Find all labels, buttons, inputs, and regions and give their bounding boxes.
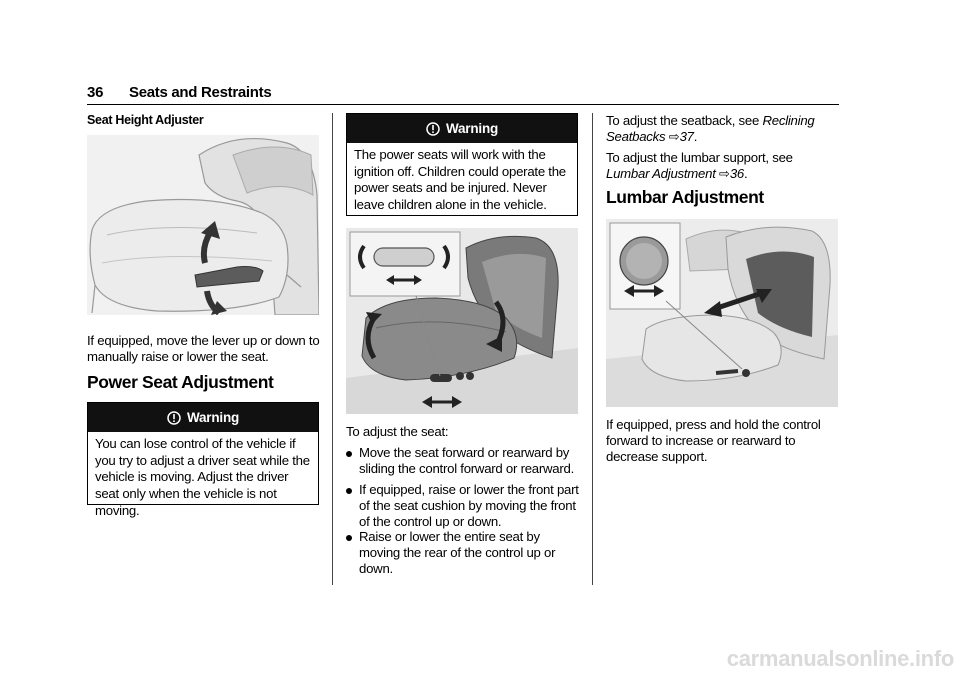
warning-icon [167, 410, 181, 425]
crossref-lumbar: To adjust the lumbar support, see Lumbar… [606, 150, 793, 181]
list-item: If equipped, raise or lower the front pa… [346, 482, 581, 530]
warning-title: Warning [445, 121, 499, 136]
crossref-page[interactable]: 37 [679, 129, 694, 144]
lumbar-body: If equipped, press and hold the control … [606, 417, 821, 464]
column-divider-1 [332, 113, 333, 585]
page-header: 36 Seats and Restraints [87, 84, 839, 104]
seat-height-figure [87, 135, 319, 315]
warning-icon [426, 121, 440, 136]
lumbar-figure [606, 219, 838, 407]
header-rule [87, 104, 839, 105]
warning-text: You can lose control of the vehicle if y… [95, 436, 310, 518]
warning-header: Warning [88, 403, 318, 432]
warning-text: The power seats will work with the ignit… [354, 147, 566, 213]
warning-box-driver: Warning You can lose control of the vehi… [87, 402, 319, 518]
page-ref-icon: ⇨ [668, 129, 680, 144]
page-ref-icon: ⇨ [719, 166, 730, 181]
section-title: Seats and Restraints [129, 84, 272, 101]
seat-height-heading: Seat Height Adjuster [87, 113, 204, 127]
bullet-icon [346, 451, 352, 457]
page-number: 36 [87, 84, 104, 101]
lumbar-heading: Lumbar Adjustment [606, 187, 764, 207]
warning-box-children: Warning The power seats will work with t… [346, 113, 578, 216]
power-seat-intro: To adjust the seat: [346, 424, 449, 439]
crossref-page[interactable]: 36 [729, 166, 745, 181]
power-seat-figure [346, 228, 578, 414]
bullet-icon [346, 488, 352, 494]
warning-title: Warning [186, 410, 240, 425]
warning-header: Warning [347, 114, 577, 143]
bullet-icon [346, 535, 352, 541]
power-seat-heading: Power Seat Adjustment [87, 372, 274, 392]
footer-watermark: carmanualsonline.info [726, 646, 955, 671]
seat-height-body: If equipped, move the lever up or down t… [87, 333, 320, 364]
crossref-link[interactable]: Reclining Seatbacks [606, 113, 815, 144]
crossref-seatback: To adjust the seatback, see Reclining Se… [606, 113, 815, 144]
list-item: Raise or lower the entire seat by moving… [346, 529, 581, 577]
list-item: Move the seat forward or rearward by sli… [346, 445, 581, 477]
column-divider-2 [592, 113, 593, 585]
crossref-link[interactable]: Lumbar Adjustment [606, 166, 716, 181]
